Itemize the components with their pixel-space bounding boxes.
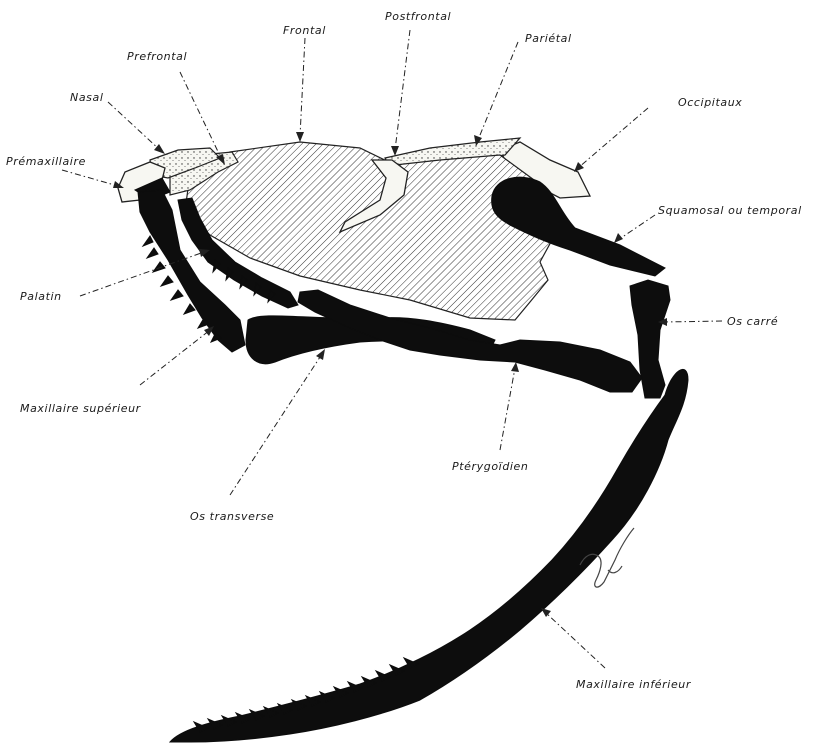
label-parietal: Pariétal	[525, 32, 572, 45]
label-pterygoidien: Ptérygoïdien	[452, 460, 529, 473]
label-palatin: Palatin	[20, 290, 62, 303]
label-premaxillaire: Prémaxillaire	[6, 155, 86, 168]
label-frontal: Frontal	[283, 24, 326, 37]
label-nasal: Nasal	[70, 91, 104, 104]
label-occipitaux: Occipitaux	[678, 96, 742, 109]
label-maxillaire-inferieur: Maxillaire inférieur	[576, 678, 692, 691]
label-os-transverse: Os transverse	[190, 510, 274, 523]
label-squamosal: Squamosal ou temporal	[658, 204, 802, 217]
label-os-carre: Os carré	[727, 315, 778, 328]
label-maxillaire-superieur: Maxillaire supérieur	[20, 402, 142, 415]
leader-lines	[62, 30, 722, 668]
frontal-bone	[185, 142, 552, 320]
label-prefrontal: Prefrontal	[127, 50, 187, 63]
label-postfrontal: Postfrontal	[385, 10, 451, 23]
